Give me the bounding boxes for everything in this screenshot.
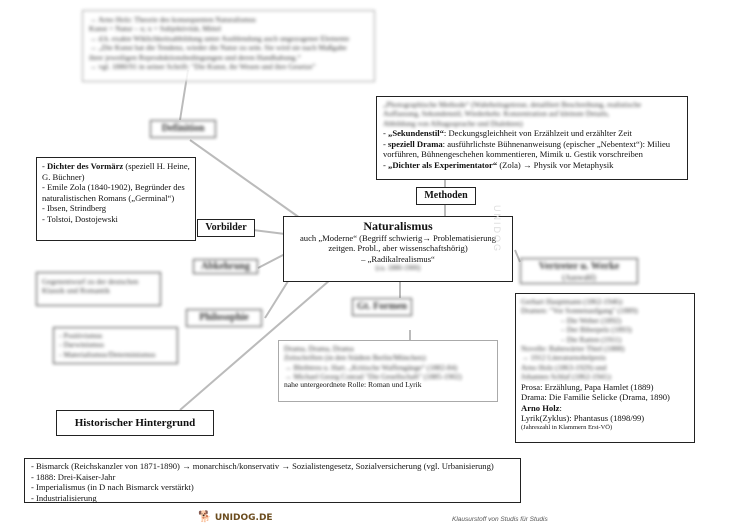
vertreter-blurred: Gerhart Hauptmann (1862-1946): Dramen: "… xyxy=(521,297,638,382)
methoden-blurred: „Photographische Methode“ (Wahrheitsgetr… xyxy=(383,100,642,128)
vorbilder-item: - Ibsen, Strindberg xyxy=(42,203,107,214)
historisch-item: - Bismarck (Reichskanzler von 1871-1890)… xyxy=(31,461,494,471)
definition-box: → Arno Holz: Theorie des konsequenten Na… xyxy=(82,10,375,82)
definition-line: → vgl. 1880/91 in seiner Schrift: "Die K… xyxy=(89,62,316,72)
footer-note: Klausurstoff von Studis für Studis xyxy=(452,516,548,523)
formen-box: Drama, Drama, Drama Zeitschriften (in de… xyxy=(278,340,498,402)
historisch-box: - Bismarck (Reichskanzler von 1871-1890)… xyxy=(24,458,521,503)
vorbilder-item: - Dichter des Vormärz (speziell H. Heine… xyxy=(42,161,190,182)
center-line3: – „Radikalrealismus“ xyxy=(361,253,435,264)
formen-last: nahe untergeordnete Rolle: Roman und Lyr… xyxy=(284,379,422,389)
philosophie-box: - Positivismus - Darwinismus - Materiali… xyxy=(53,327,178,364)
vorbilder-box: - Dichter des Vormärz (speziell H. Heine… xyxy=(36,157,196,241)
center-line4: (ca. 1880-1900) xyxy=(375,264,421,273)
methoden-item: - „Dichter als Experimentator“ (Zola) → … xyxy=(383,160,614,170)
historisch-item: - Imperialismus (in D nach Bismarck vers… xyxy=(31,482,194,493)
vertreter-note: (Jahreszahl in Klammern Erst-VÖ) xyxy=(521,424,613,432)
unidog-logo: 🐕 UNIDOG.DE xyxy=(198,510,273,523)
methoden-label: Methoden xyxy=(416,187,476,205)
vertreter-box: Gerhart Hauptmann (1862-1946): Dramen: "… xyxy=(515,293,695,443)
formen-label: Gt. Formen xyxy=(352,298,412,316)
vertreter-item: Drama: Die Familie Selicke (Drama, 1890) xyxy=(521,392,670,403)
methoden-item: - „Sekundenstil“: Deckungsgleichheit von… xyxy=(383,128,632,139)
center-box: Naturalismus auch „Moderne“ (Begriff sch… xyxy=(283,216,513,282)
vorbilder-label: Vorbilder xyxy=(197,219,255,237)
vorbilder-item: - Emile Zola (1840-1902), Begründer des … xyxy=(42,182,185,203)
methoden-item: - speziell Drama: ausführlichste Bühnena… xyxy=(383,138,671,160)
center-line1: auch „Moderne“ (Begriff schwierig→ Probl… xyxy=(299,233,496,243)
dog-icon: 🐕 xyxy=(198,510,212,523)
definition-label: Definition xyxy=(150,120,216,138)
vertreter-item: Arno Holz: xyxy=(521,402,562,413)
philosophie-label: Philosophie xyxy=(186,309,262,327)
vertreter-label: Vertreter u. Werke (Auswahl) xyxy=(520,258,638,284)
center-title: Naturalismus xyxy=(363,219,433,233)
center-line2: zeitgen. Probl., aber wissenschaftshörig… xyxy=(328,243,468,254)
definition-line: Kunst = Natur – x; x = Subjektivität, Mi… xyxy=(89,24,221,34)
vertreter-item: Lyrik(Zyklus): Phantasus (1898/99) xyxy=(521,413,645,424)
historisch-item: - 1888: Drei-Kaiser-Jahr xyxy=(31,471,116,482)
philosophie-item: - Positivismus xyxy=(59,331,103,340)
definition-line: ihrer jeweiligen Reproduktionsbedingunge… xyxy=(89,52,301,62)
vorbilder-item: - Tolstoi, Dostojewski xyxy=(42,213,118,224)
definition-line: → d.h. exakte Wiklichkeitsabbildung unte… xyxy=(89,33,350,43)
historisch-label: Historischer Hintergrund xyxy=(56,410,214,436)
philosophie-item: - Darwinismus xyxy=(59,340,104,350)
definition-line: → Arno Holz: Theorie des konsequenten Na… xyxy=(89,15,256,24)
formen-blurred: Drama, Drama, Drama Zeitschriften (in de… xyxy=(284,344,462,382)
watermark: UNIDOG xyxy=(492,205,502,253)
definition-line: → „Die Kunst hat die Tendenz, wieder die… xyxy=(89,43,347,53)
abkehrung-box: Gegenentwurf zu der deutschen Klassik un… xyxy=(36,272,161,306)
philosophie-item: - Materialismus/Determinismus xyxy=(59,349,156,359)
vertreter-item: Prosa: Erzählung, Papa Hamlet (1889) xyxy=(521,381,654,392)
methoden-box: „Photographische Methode“ (Wahrheitsgetr… xyxy=(376,96,688,180)
abkehrung-label: Abkehrung xyxy=(193,259,258,274)
historisch-item: - Industrialisierung xyxy=(31,492,97,503)
